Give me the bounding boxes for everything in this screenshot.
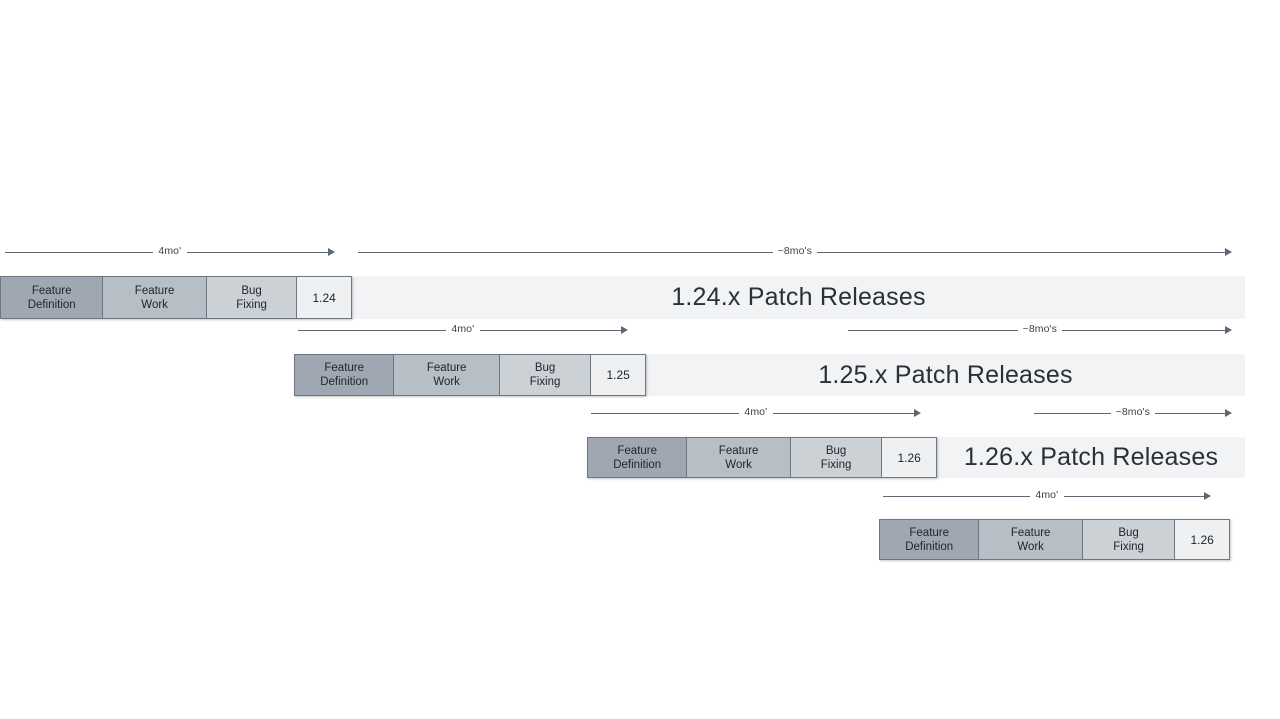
phase-block-feature-definition-2[interactable]: Feature Definition bbox=[588, 438, 688, 477]
dimension-dev-duration-label-1: 4mo' bbox=[451, 323, 475, 335]
phase-block-feature-work-3[interactable]: Feature Work bbox=[979, 520, 1083, 559]
dimension-patch-duration-label-1: ~8mo's bbox=[1022, 323, 1058, 335]
phase-block-feature-definition-0[interactable]: Feature Definition bbox=[1, 277, 104, 318]
dimension-dev-duration-3: 4mo' bbox=[883, 487, 1211, 505]
dimension-patch-duration-segment-right-0 bbox=[817, 252, 1226, 253]
dimension-dev-duration-segment-right-3 bbox=[1063, 496, 1205, 497]
phase-block-feature-definition-3[interactable]: Feature Definition bbox=[880, 520, 980, 559]
dimension-patch-duration-segment-left-2 bbox=[1034, 413, 1111, 414]
phase-block-feature-work-1[interactable]: Feature Work bbox=[394, 355, 500, 395]
phase-block-bug-fixing-0[interactable]: Bug Fixing bbox=[206, 277, 298, 318]
dimension-dev-duration-arrowhead-0 bbox=[328, 248, 335, 256]
patch-release-label-1.25: 1.25.x Patch Releases bbox=[818, 360, 1073, 389]
dimension-dev-duration-segment-left-2 bbox=[591, 413, 740, 414]
phase-block-bug-fixing-1[interactable]: Bug Fixing bbox=[499, 355, 592, 395]
patch-release-bar-1.25: 1.25.x Patch Releases bbox=[646, 354, 1245, 396]
version-box-1.24-0[interactable]: 1.24 bbox=[297, 277, 351, 318]
phase-block-bug-fixing-2[interactable]: Bug Fixing bbox=[790, 438, 883, 477]
dimension-dev-duration-arrowhead-2 bbox=[914, 409, 921, 417]
dimension-dev-duration-label-0: 4mo' bbox=[158, 245, 182, 257]
dimension-patch-duration-label-2: ~8mo's bbox=[1115, 406, 1151, 418]
dimension-patch-duration-segment-right-2 bbox=[1155, 413, 1226, 414]
dimension-dev-duration-segment-left-1 bbox=[298, 330, 447, 331]
dimension-dev-duration-segment-right-2 bbox=[772, 413, 915, 414]
dimension-dev-duration-label-3: 4mo' bbox=[1035, 489, 1059, 501]
dimension-patch-duration-2: ~8mo's bbox=[1034, 404, 1232, 422]
dimension-patch-duration-label-0: ~8mo's bbox=[777, 245, 813, 257]
phase-block-feature-work-0[interactable]: Feature Work bbox=[103, 277, 207, 318]
phase-block-bug-fixing-3[interactable]: Bug Fixing bbox=[1082, 520, 1176, 559]
dimension-dev-duration-1: 4mo' bbox=[298, 321, 628, 339]
patch-release-bar-1.24: 1.24.x Patch Releases bbox=[352, 276, 1245, 319]
dimension-patch-duration-segment-left-0 bbox=[358, 252, 773, 253]
phase-block-feature-work-2[interactable]: Feature Work bbox=[687, 438, 791, 477]
dimension-dev-duration-segment-right-1 bbox=[479, 330, 622, 331]
dimension-patch-duration-arrowhead-1 bbox=[1225, 326, 1232, 334]
dimension-dev-duration-0: 4mo' bbox=[5, 243, 335, 261]
dimension-dev-duration-2: 4mo' bbox=[591, 404, 921, 422]
dimension-patch-duration-1: ~8mo's bbox=[848, 321, 1232, 339]
version-box-1.26-2[interactable]: 1.26 bbox=[882, 438, 936, 477]
dimension-dev-duration-segment-left-0 bbox=[5, 252, 154, 253]
dimension-patch-duration-0: ~8mo's bbox=[358, 243, 1232, 261]
patch-release-label-1.24: 1.24.x Patch Releases bbox=[671, 283, 926, 311]
patch-release-label-1.26: 1.26.x Patch Releases bbox=[963, 443, 1219, 471]
dimension-patch-duration-segment-right-1 bbox=[1062, 330, 1226, 331]
version-box-1.26-3[interactable]: 1.26 bbox=[1175, 520, 1229, 559]
dimension-patch-duration-arrowhead-0 bbox=[1225, 248, 1232, 256]
dimension-patch-duration-segment-left-1 bbox=[848, 330, 1018, 331]
dimension-dev-duration-arrowhead-1 bbox=[621, 326, 628, 334]
patch-release-bar-1.26: 1.26.x Patch Releases bbox=[937, 437, 1245, 478]
phase-block-feature-definition-1[interactable]: Feature Definition bbox=[295, 355, 395, 395]
dimension-dev-duration-arrowhead-3 bbox=[1204, 492, 1211, 500]
dimension-patch-duration-arrowhead-2 bbox=[1225, 409, 1232, 417]
dimension-dev-duration-segment-left-3 bbox=[883, 496, 1031, 497]
dimension-dev-duration-segment-right-0 bbox=[186, 252, 329, 253]
dimension-dev-duration-label-2: 4mo' bbox=[744, 406, 768, 418]
version-box-1.25-1[interactable]: 1.25 bbox=[591, 355, 645, 395]
